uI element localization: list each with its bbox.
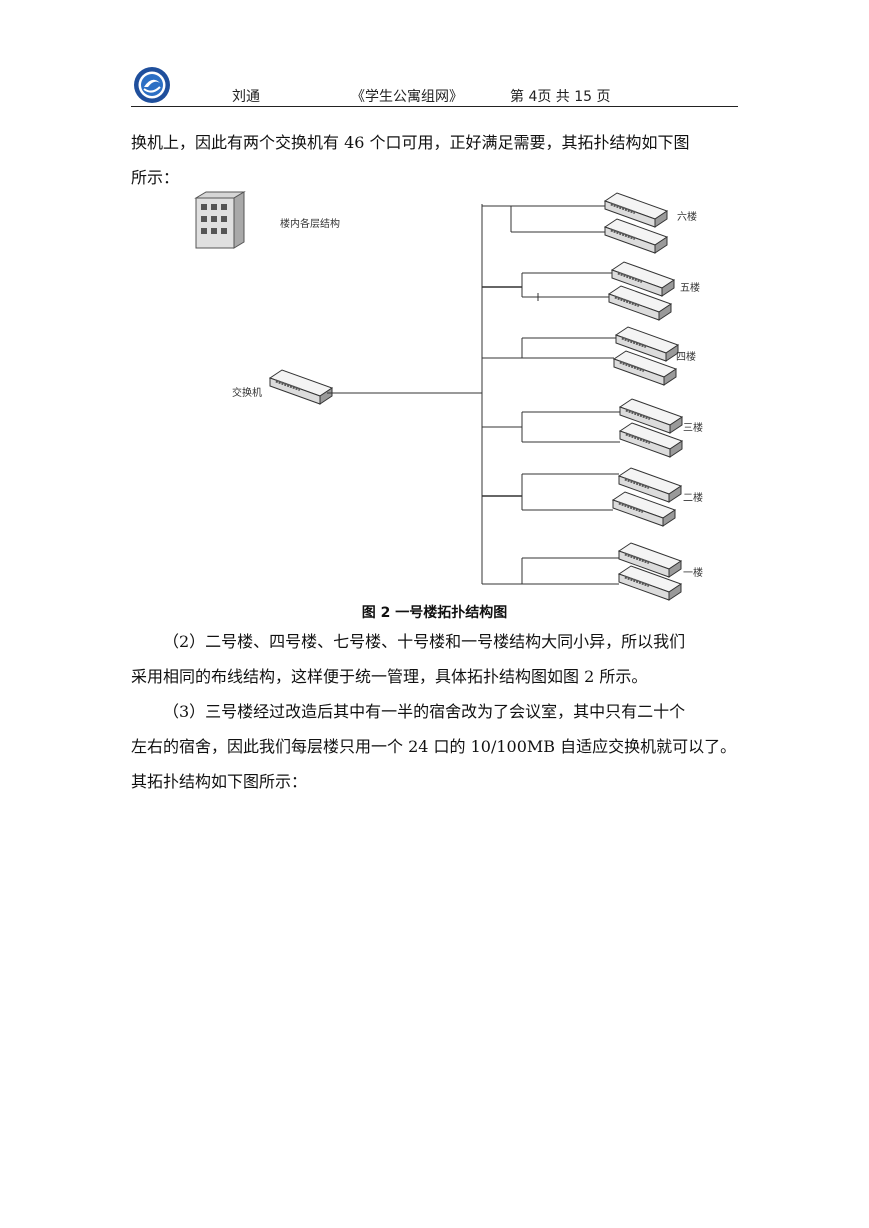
floor-2-label: 二楼 bbox=[683, 491, 703, 504]
floor-4-label: 四楼 bbox=[676, 350, 696, 363]
school-logo bbox=[134, 67, 170, 103]
core-switch-label: 交换机 bbox=[232, 386, 262, 399]
core-switch-icon bbox=[268, 368, 334, 406]
building-label: 楼内各层结构 bbox=[280, 217, 340, 230]
intro-line-2: 所示： bbox=[131, 168, 180, 187]
paragraph-3-line-1: （3）三号楼经过改造后其中有一半的宿舍改为了会议室，其中只有二十个 bbox=[163, 702, 686, 721]
intro-line-1: 换机上，因此有两个交换机有 46 个口可用，正好满足需要，其拓扑结构如下图 bbox=[131, 133, 690, 152]
paragraph-2-line-2: 采用相同的布线结构，这样便于统一管理，具体拓扑结构图如图 2 所示。 bbox=[131, 667, 648, 686]
figure-caption: 图 2 一号楼拓扑结构图 bbox=[361, 605, 508, 621]
paragraph-2: （2）二号楼、四号楼、七号楼、十号楼和一号楼结构大同小异，所以我们 采用相同的布… bbox=[131, 624, 741, 694]
header-title: 《学生公寓组网》 bbox=[351, 89, 463, 105]
header-author: 刘通 bbox=[232, 89, 260, 105]
header-page-label: 第 4页 共 15 页 bbox=[510, 89, 611, 105]
topology-diagram: 楼内各层结构 交换机 六楼 五楼 四楼 三楼 二楼 一楼 bbox=[194, 191, 703, 602]
paragraph-3-line-3: 其拓扑结构如下图所示： bbox=[131, 772, 308, 791]
floor-6-label: 六楼 bbox=[677, 210, 697, 223]
paragraph-3: （3）三号楼经过改造后其中有一半的宿舍改为了会议室，其中只有二十个 左右的宿舍，… bbox=[131, 694, 741, 799]
floor-5-label: 五楼 bbox=[680, 281, 700, 294]
header-rule bbox=[131, 106, 738, 107]
paragraph-3-line-2: 左右的宿舍，因此我们每层楼只用一个 24 口的 10/100MB 自适应交换机就… bbox=[131, 737, 737, 756]
floor-1-label: 一楼 bbox=[683, 566, 703, 579]
building-icon bbox=[194, 191, 246, 249]
floor-3-label: 三楼 bbox=[683, 421, 703, 434]
paragraph-2-line-1: （2）二号楼、四号楼、七号楼、十号楼和一号楼结构大同小异，所以我们 bbox=[163, 632, 686, 651]
intro-paragraph: 换机上，因此有两个交换机有 46 个口可用，正好满足需要，其拓扑结构如下图 所示… bbox=[131, 125, 741, 195]
